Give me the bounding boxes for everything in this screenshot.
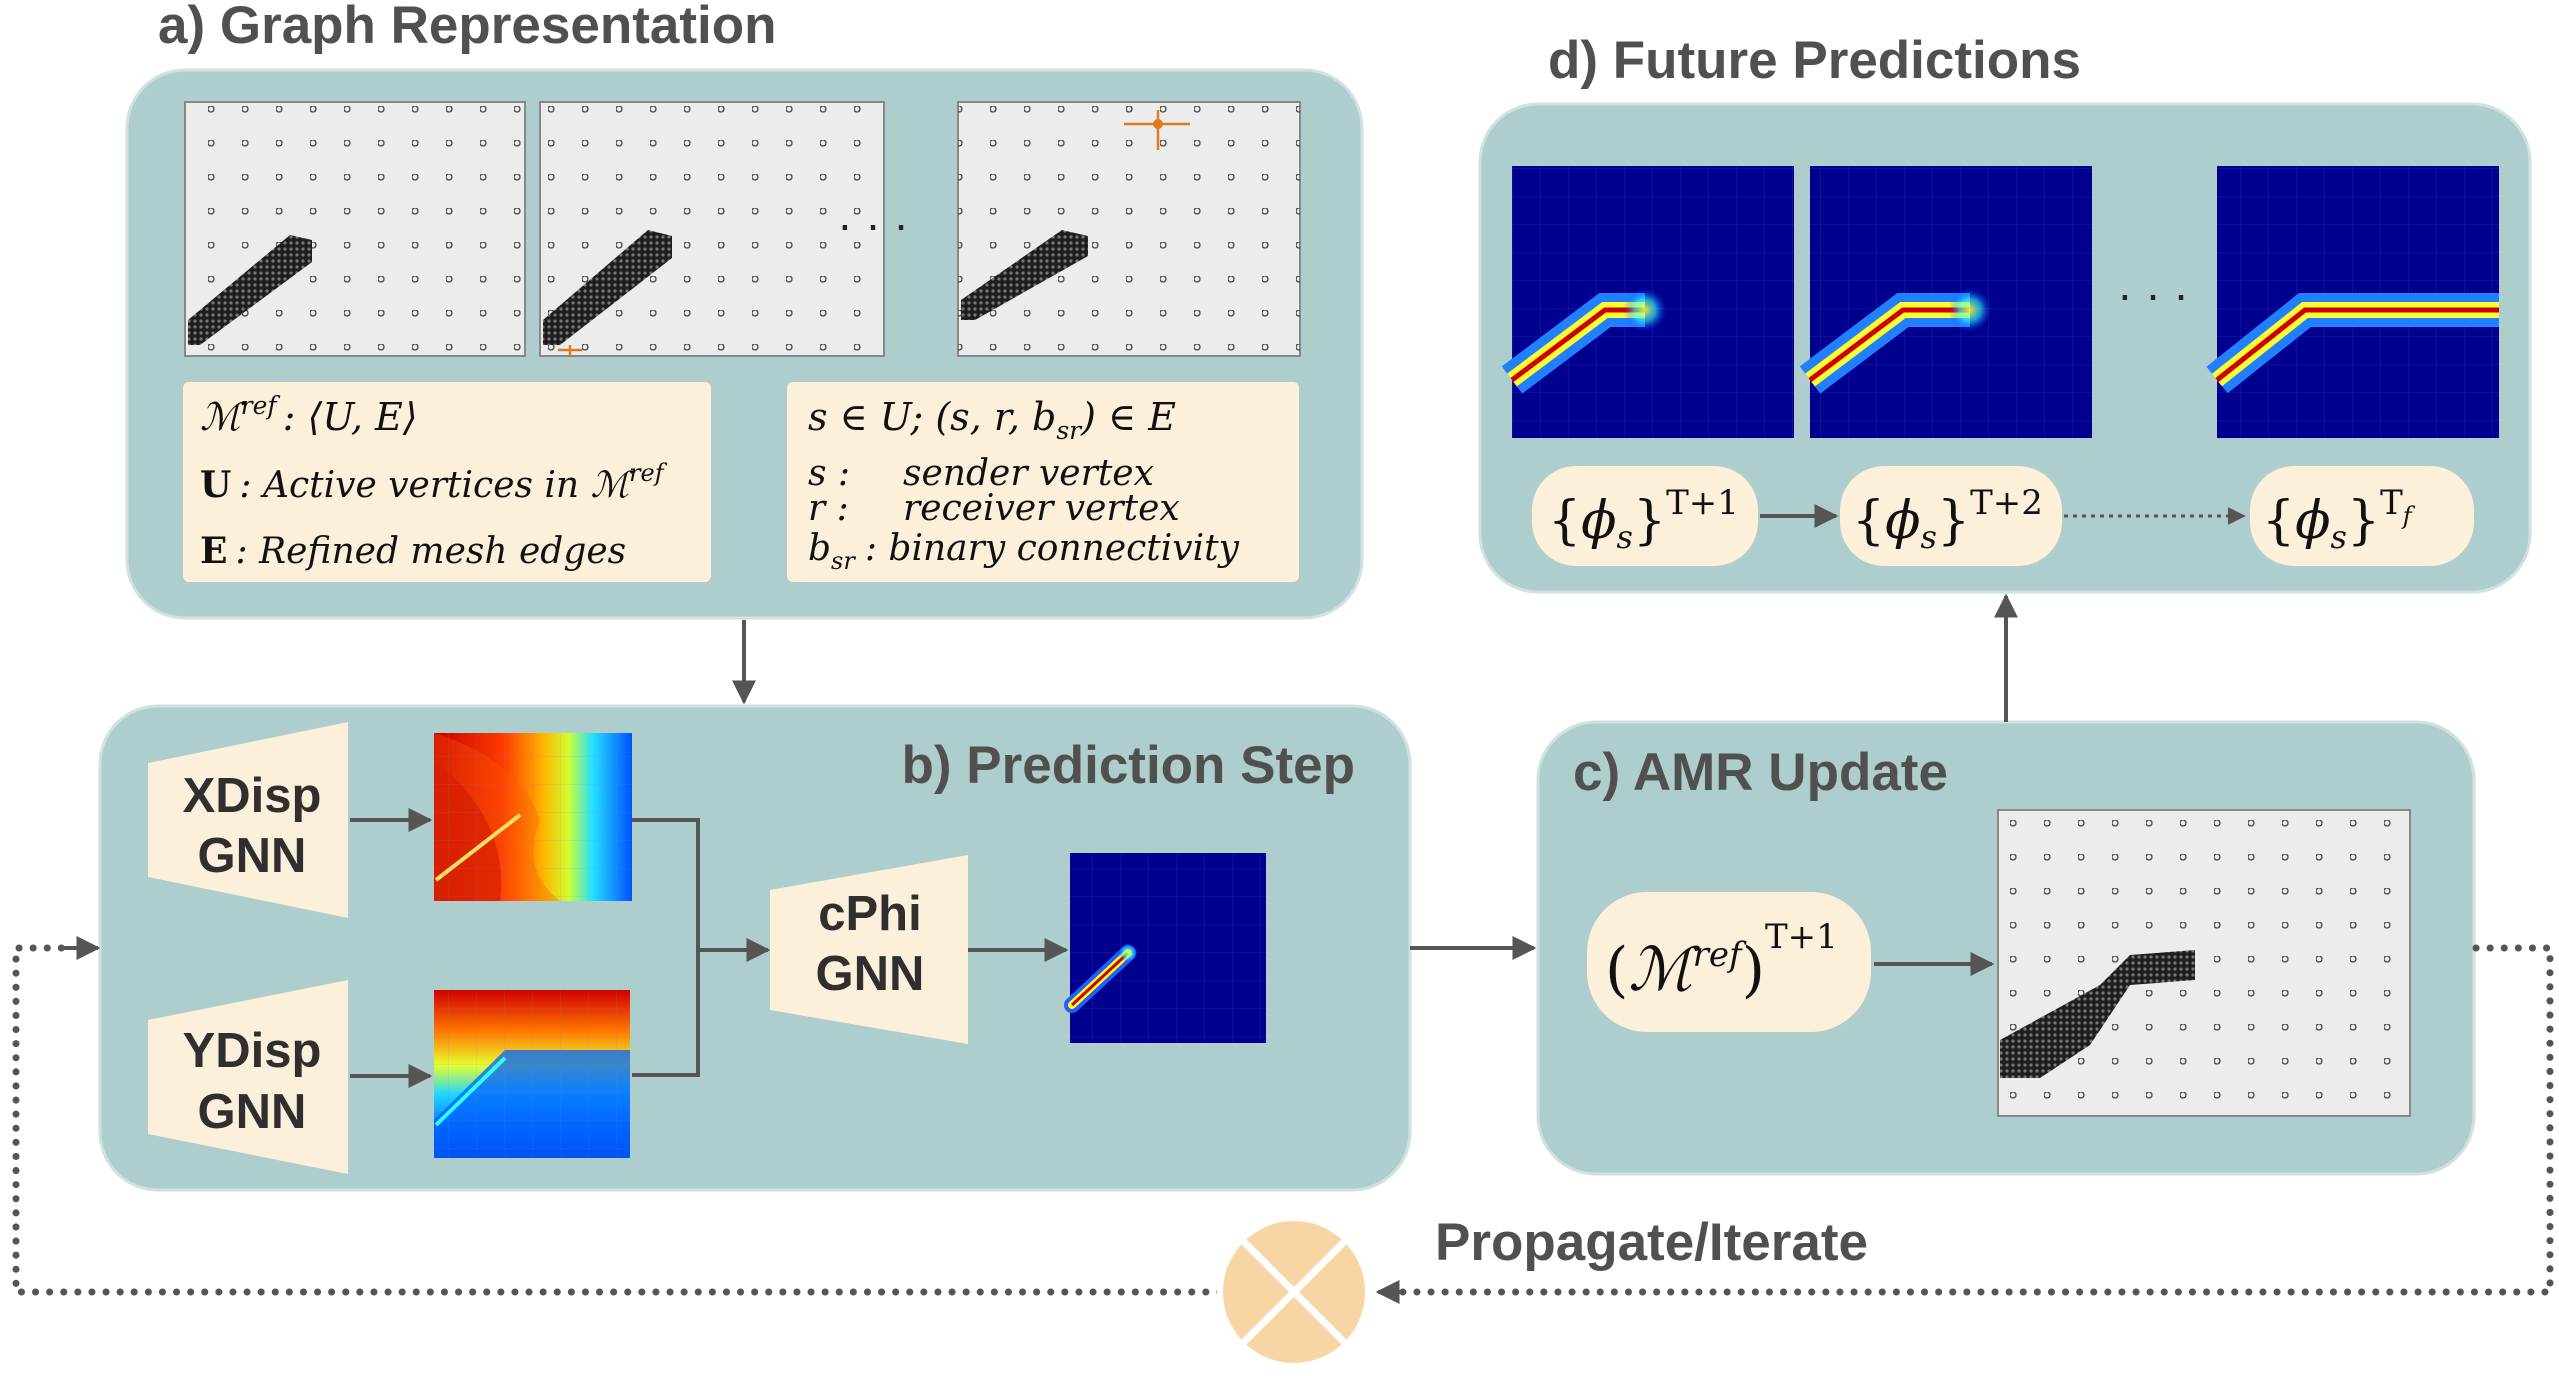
svg-text:{ϕs}Tf: {ϕs}Tf <box>2262 483 2416 556</box>
phi-state-2: {ϕs}T+2 <box>1840 466 2062 566</box>
ydisp-label: YDisp <box>183 1024 322 1078</box>
refined-mesh-image <box>1997 809 2411 1117</box>
edges-symbol: E <box>200 530 227 572</box>
cphi-label: cPhi <box>818 887 921 941</box>
amr-mesh-sup: ref <box>1693 935 1747 975</box>
ellipsis-future: · · · <box>2117 268 2189 320</box>
svg-text:bsr: binary connectivity: bsr : binary connectivity <box>808 528 1240 575</box>
edge-definition-box: s ∈ U; (s, r, bsr) ∈ E s : sender vertex… <box>787 382 1299 582</box>
iterate-junction-icon <box>1217 1215 1371 1369</box>
phi-state-final: {ϕs}Tf <box>2250 466 2474 566</box>
sender-description: sender vertex <box>903 453 1154 494</box>
svg-text:ℳref: ⟨U, E⟩: ℳref: ⟨U, E⟩ <box>200 391 418 439</box>
vertices-mesh-sup: ref <box>629 459 668 487</box>
xdisp-gnn-block: XDisp GNN <box>148 722 348 918</box>
x-displacement-field <box>434 733 632 901</box>
panel-a-title: a) Graph Representation <box>158 0 776 55</box>
xdisp-gnn-label: GNN <box>198 829 307 883</box>
svg-text:{ϕs}T+2: {ϕs}T+2 <box>1852 483 2043 556</box>
svg-text:(ℳref)T+1: (ℳref)T+1 <box>1605 917 1838 1005</box>
vertices-description: : Active vertices in <box>239 465 590 506</box>
cphi-gnn-block: cPhi GNN <box>770 855 968 1044</box>
mesh-snapshot-3 <box>957 101 1301 357</box>
vertices-symbol: U <box>200 464 231 506</box>
merge-connector <box>632 818 700 1077</box>
panel-prediction-step: b) Prediction Step XDisp GNN YDisp GNN <box>98 704 1412 1192</box>
phi-final-exp: T <box>2380 483 2403 523</box>
membership-sub: sr <box>1056 416 1083 445</box>
edges-description: : Refined mesh edges <box>235 531 626 572</box>
mesh-definition: : ⟨U, E⟩ <box>283 395 418 439</box>
refined-mesh-state: (ℳref)T+1 <box>1587 892 1871 1032</box>
future-field-final <box>2206 166 2499 438</box>
iteration-loop: Propagate/Iterate <box>12 936 2554 1369</box>
cphi-gnn-label: GNN <box>816 947 925 1001</box>
panel-graph-representation: a) Graph Representation · · · <box>125 0 1364 620</box>
connectivity-symbol: b <box>808 528 831 569</box>
svg-text:U: Active vertices in ℳref: U: Active vertices in ℳref <box>200 459 668 506</box>
connectivity-description: : binary connectivity <box>865 528 1240 569</box>
receiver-description: receiver vertex <box>903 488 1180 529</box>
membership-expression: s ∈ U; (s, r, b <box>808 395 1056 439</box>
svg-text:s ∈ U; (s, r, bsr) ∈ E: s ∈ U; (s, r, bsr) ∈ E <box>808 395 1176 445</box>
mesh-definition-box: ℳref: ⟨U, E⟩ U: Active vertices in ℳref … <box>183 382 711 582</box>
panel-amr-update: c) AMR Update (ℳref)T+1 <box>1536 720 2476 1176</box>
phase-field-output <box>1064 853 1266 1043</box>
phi-state-1: {ϕs}T+1 <box>1532 466 1758 566</box>
ydisp-gnn-label: GNN <box>198 1085 307 1139</box>
svg-text:{ϕs}T+1: {ϕs}T+1 <box>1548 483 1739 556</box>
sender-label: s : <box>808 453 850 494</box>
panel-d-title: d) Future Predictions <box>1548 31 2081 90</box>
xdisp-label: XDisp <box>183 769 322 823</box>
membership-end: ) ∈ E <box>1080 395 1176 439</box>
receiver-label: r : <box>808 488 849 529</box>
amr-time-exp: T+1 <box>1765 917 1838 957</box>
future-field-2 <box>1799 166 2092 438</box>
loop-label: Propagate/Iterate <box>1435 1213 1868 1272</box>
y-displacement-field <box>434 990 630 1158</box>
connectivity-sub: sr <box>831 547 856 575</box>
mesh-snapshot-1 <box>184 101 526 357</box>
svg-text:E: Refined mesh edges: E: Refined mesh edges <box>200 530 626 572</box>
phi-1-exp: T+1 <box>1666 483 1739 523</box>
ellipsis-mesh: · · · <box>837 198 909 250</box>
amr-mesh-symbol: ℳ <box>1628 935 1700 1005</box>
ydisp-gnn-block: YDisp GNN <box>148 980 348 1174</box>
panel-b-title: b) Prediction Step <box>902 736 1355 795</box>
future-field-1 <box>1501 166 1794 438</box>
mesh-snapshot-2 <box>539 101 885 357</box>
mesh-symbol: ℳ <box>200 395 246 439</box>
phi-2-exp: T+2 <box>1970 483 2043 523</box>
panel-future-predictions: d) Future Predictions · · · <box>1478 31 2532 594</box>
mesh-ref-sup: ref <box>241 391 281 420</box>
loop-return-path-right <box>1378 944 2554 1296</box>
panel-c-title: c) AMR Update <box>1573 743 1948 802</box>
